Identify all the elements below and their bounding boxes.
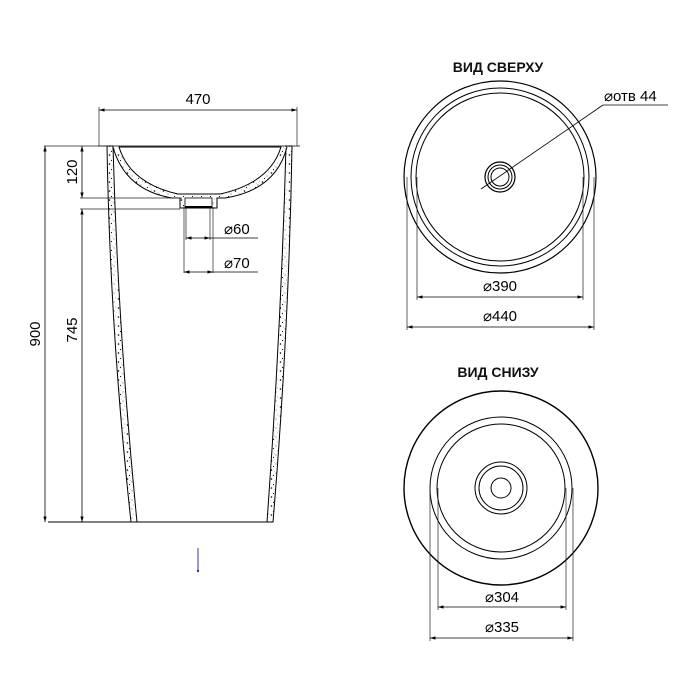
width-label: 470 (185, 91, 210, 108)
body-height-label: 745 (64, 317, 81, 342)
bottom-view: ВИД СНИЗУ ⌀304 ⌀335 (403, 364, 599, 641)
drain-inner-label: ⌀60 (224, 221, 250, 238)
bottom-inner-diameter-label: ⌀304 (485, 589, 519, 606)
left-wall (106, 145, 138, 523)
bowl-depth-label: 120 (64, 159, 81, 184)
right-wall (266, 145, 293, 523)
side-view: 470 900 120 745 ⌀60 ⌀70 (27, 91, 300, 573)
top-view: ВИД СВЕРХУ ⌀отв 44 ⌀390 ⌀440 (403, 59, 668, 330)
drain-outer-label: ⌀70 (224, 255, 250, 272)
top-inner-diameter-label: ⌀390 (483, 278, 517, 295)
top-view-title: ВИД СВЕРХУ (453, 59, 544, 75)
total-height-label: 900 (27, 321, 44, 346)
hole-label: ⌀отв 44 (604, 88, 657, 105)
top-outer-diameter-label: ⌀440 (483, 308, 517, 325)
bottom-view-title: ВИД СНИЗУ (457, 364, 539, 380)
bottom-outer-diameter-label: ⌀335 (485, 619, 519, 636)
